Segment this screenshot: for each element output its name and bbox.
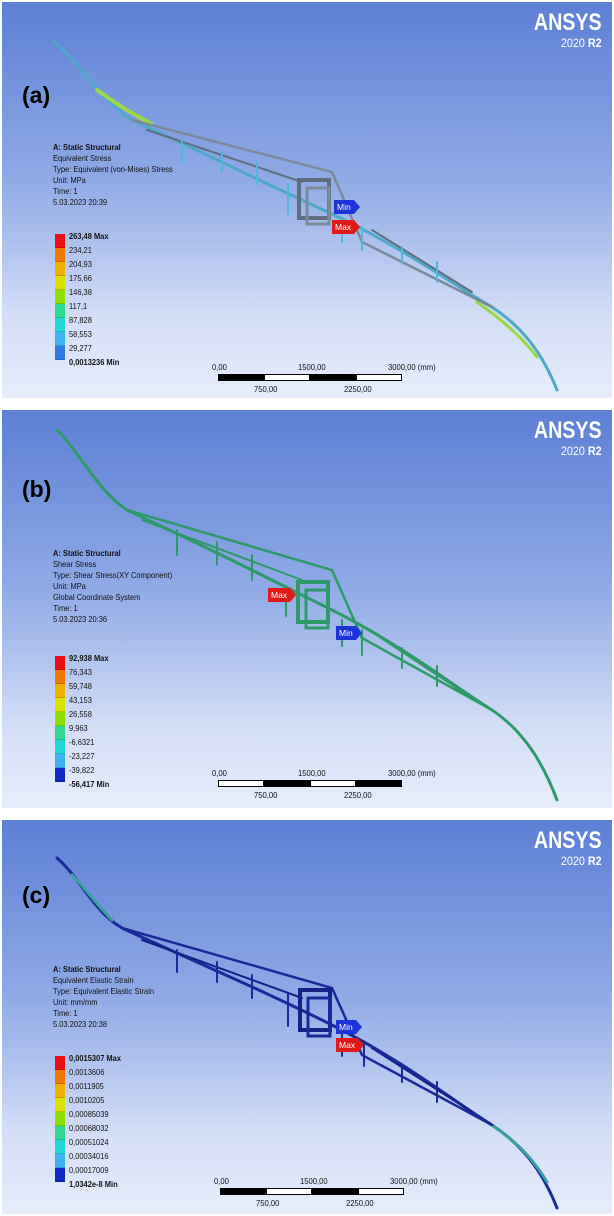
legend-value: 0,00051024 [69, 1137, 109, 1147]
legend-swatch [55, 248, 65, 262]
legend-swatch [55, 712, 65, 726]
legend-swatch [55, 1098, 65, 1112]
legend-value: -56,417 Min [69, 779, 110, 789]
panel-label: (b) [22, 476, 52, 502]
legend-swatch [55, 684, 65, 698]
legend-value: -23,227 [69, 751, 95, 761]
legend-value: 9,963 [69, 723, 88, 733]
panel-label: (a) [22, 82, 51, 108]
result-info: A: Static Structural Shear Stress Type: … [53, 548, 173, 624]
legend-swatch [55, 1112, 65, 1126]
legend-value: 43,153 [69, 695, 92, 705]
legend-swatch [55, 698, 65, 712]
result-info: A: Static Structural Equivalent Stress T… [53, 142, 173, 207]
legend-value: 0,00068032 [69, 1123, 109, 1133]
legend-swatch [55, 276, 65, 290]
legend-value: 26,558 [69, 709, 92, 719]
scale-bar: 0,00 1500,00 3000,00 (mm) 750,00 2250,00 [214, 1176, 438, 1208]
legend-swatch [55, 304, 65, 318]
legend-value: 117,1 [69, 301, 88, 311]
legend-value: 0,00017009 [69, 1165, 109, 1175]
legend-value: 0,0015307 Max [69, 1053, 121, 1063]
legend-swatch [55, 656, 65, 670]
legend-swatch [55, 1070, 65, 1084]
legend-swatch [55, 768, 65, 782]
legend-swatch [55, 754, 65, 768]
scale-bar: 0,00 1500,00 3000,00 (mm) 750,00 2250,00 [212, 362, 436, 394]
legend-value: 0,0013236 Min [69, 357, 120, 367]
legend-color-bar [55, 1056, 65, 1182]
max-probe-tag: Max [332, 220, 361, 234]
result-panel-b: ANSYS 2020 R2 (b) A: Static Structural S… [2, 410, 612, 808]
legend-value: 0,0011905 [69, 1081, 104, 1091]
legend-value: 59,748 [69, 681, 92, 691]
legend-value: 58,553 [69, 329, 92, 339]
legend-value: 204,93 [69, 259, 92, 269]
panel-label: (c) [22, 882, 51, 908]
legend-swatch [55, 670, 65, 684]
legend-value: 0,0013606 [69, 1067, 105, 1077]
legend-value: 234,21 [69, 245, 92, 255]
legend-value: -6,6321 [69, 737, 95, 747]
legend-swatch [55, 1168, 65, 1182]
min-probe-tag: Min [336, 1020, 362, 1034]
max-probe-tag: Max [336, 1038, 365, 1052]
result-info: A: Static Structural Equivalent Elastic … [53, 964, 155, 1029]
legend-value: 0,00034016 [69, 1151, 109, 1161]
legend-value: 29,277 [69, 343, 92, 353]
ansys-logo: ANSYS 2020 R2 [534, 417, 602, 459]
legend-swatch [55, 726, 65, 740]
legend-swatch [55, 740, 65, 754]
legend-value: 0,0010205 [69, 1095, 105, 1105]
legend-swatch [55, 1126, 65, 1140]
min-probe-tag: Min [336, 626, 362, 640]
structure-model [55, 428, 559, 802]
ansys-logo: ANSYS 2020 R2 [534, 827, 602, 869]
legend-swatch [55, 290, 65, 304]
result-panel-c: ANSYS 2020 R2 (c) A: Static Structural E… [2, 820, 612, 1214]
legend-value: 0,00085039 [69, 1109, 109, 1119]
legend-swatch [55, 234, 65, 248]
legend-swatch [55, 1154, 65, 1168]
legend-value: 92,938 Max [69, 653, 109, 663]
legend-swatch [55, 332, 65, 346]
structure-model [52, 40, 559, 392]
legend-swatch [55, 262, 65, 276]
legend-swatch [55, 346, 65, 360]
result-panel-a: ANSYS 2020 R2 (a) A: Static Structural E… [2, 2, 612, 398]
legend-value: 1,0342e-8 Min [69, 1179, 118, 1189]
legend-color-bar [55, 234, 65, 360]
ansys-logo: ANSYS 2020 R2 [534, 9, 602, 51]
legend-swatch [55, 1056, 65, 1070]
legend-value: -39,822 [69, 765, 95, 775]
legend-color-bar [55, 656, 65, 782]
min-probe-tag: Min [334, 200, 360, 214]
legend-swatch [55, 1140, 65, 1154]
legend-value: 263,48 Max [69, 231, 109, 241]
max-probe-tag: Max [268, 588, 297, 602]
legend-value: 76,343 [69, 667, 92, 677]
legend-swatch [55, 1084, 65, 1098]
legend-value: 175,66 [69, 273, 92, 283]
legend-swatch [55, 318, 65, 332]
legend-value: 87,828 [69, 315, 92, 325]
legend-value: 146,38 [69, 287, 92, 297]
scale-bar: 0,00 1500,00 3000,00 (mm) 750,00 2250,00 [212, 768, 436, 800]
